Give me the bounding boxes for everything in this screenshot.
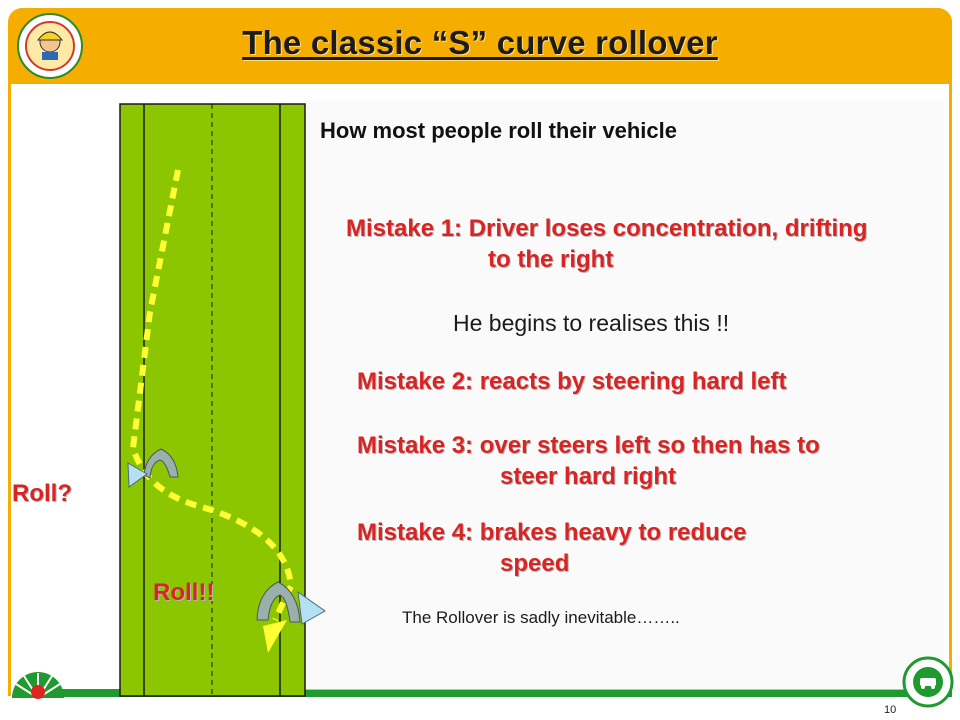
page-number: 10 <box>884 704 897 716</box>
safety-is-teamwork-logo-icon <box>16 12 84 80</box>
mistake-2: Mistake 2: reacts by steering hard left <box>357 368 787 395</box>
rotate-arrow-icon <box>256 581 326 625</box>
path-arrowhead <box>263 620 287 653</box>
rotate-arrow-icon <box>127 448 179 488</box>
mistake-3-line-2: steer hard right <box>500 463 677 490</box>
roll-exclaim-label: Roll!! <box>153 579 215 606</box>
realise-text: He begins to realises this !! <box>453 310 730 336</box>
inevitable-text: The Rollover is sadly inevitable…….. <box>402 608 680 627</box>
roll-question-label: Roll? <box>12 480 72 507</box>
page-title: The classic “S” curve rollover <box>242 24 718 61</box>
vehicle-path <box>129 169 295 622</box>
slide-subtitle: How most people roll their vehicle <box>320 118 677 143</box>
right-border <box>949 84 952 696</box>
mistake-3-line-1: Mistake 3: over steers left so then has … <box>357 432 820 459</box>
mistake-1-line-1: Mistake 1: Driver loses concentration, d… <box>346 215 868 242</box>
company-emblem-icon <box>8 654 68 702</box>
safety-badge-icon <box>902 656 954 708</box>
mistake-1-line-2: to the right <box>488 246 614 273</box>
road <box>119 103 306 697</box>
header-bar <box>8 8 952 84</box>
bottom-band <box>60 689 952 697</box>
left-border <box>8 84 11 696</box>
mistake-4-line-1: Mistake 4: brakes heavy to reduce <box>357 519 747 546</box>
mistake-4-line-2: speed <box>500 550 570 577</box>
